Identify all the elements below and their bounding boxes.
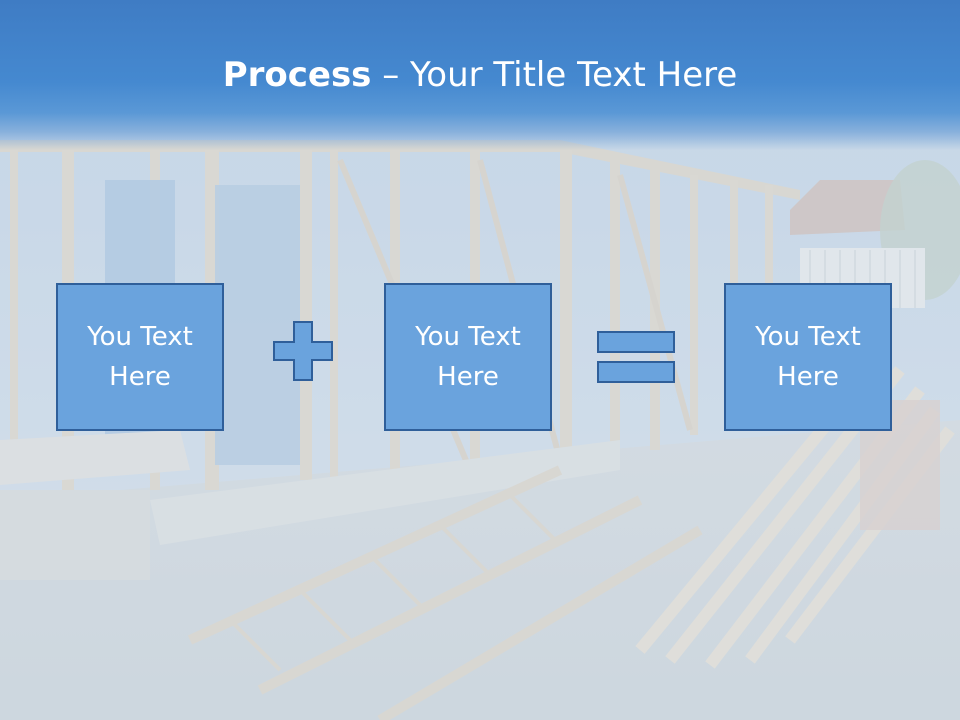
title-bold-text: Process [222, 55, 372, 95]
title-rest-text: – Your Title Text Here [371, 55, 738, 95]
process-box-1[interactable]: You Text Here [56, 283, 224, 431]
equals-icon [597, 331, 675, 383]
plus-icon [273, 321, 333, 381]
slide-title: Process – Your Title Text Here [0, 50, 960, 100]
process-box-3[interactable]: You Text Here [724, 283, 892, 431]
title-bar [0, 0, 960, 150]
process-box-2[interactable]: You Text Here [384, 283, 552, 431]
